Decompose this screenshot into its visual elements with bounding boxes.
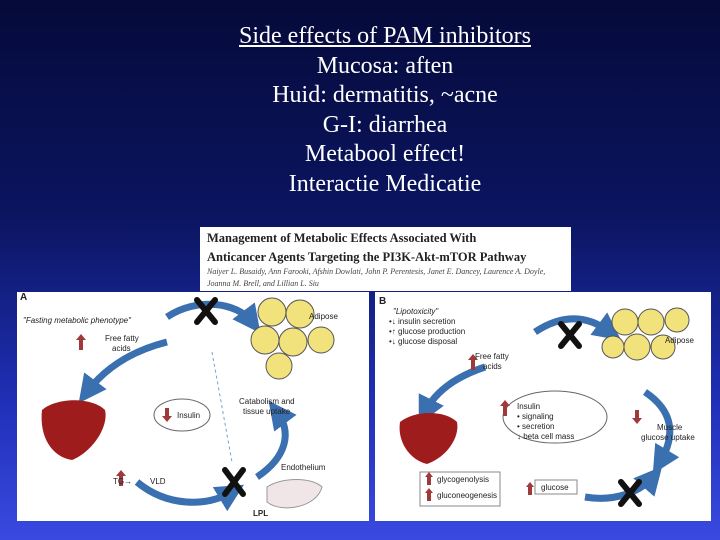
paper-title-line-2: Anticancer Agents Targeting the PI3K-Akt… (207, 250, 527, 264)
slide-text-block: Side effects of PAM inhibitors Mucosa: a… (150, 22, 620, 199)
cycle-arrow-left (78, 338, 168, 404)
panel-b-gluconeogenesis-label: gluconeogenesis (437, 491, 498, 500)
b-arrow-right (642, 389, 680, 475)
b-x-mark-icons (558, 321, 642, 507)
panel-b-muscle-label-2: glucose uptake (641, 433, 695, 442)
paper-header-image: Management of Metabolic Effects Associat… (200, 227, 571, 291)
panel-b-ffa-label-1: Free fatty (475, 352, 509, 361)
panel-a-catabolism-label-2: tissue uptake (243, 407, 291, 416)
x-mark-icons (194, 297, 246, 497)
cycle-arrow-right (254, 400, 297, 480)
adipose-cells (250, 297, 335, 380)
panel-a-letter: A (20, 292, 28, 303)
panel-a-catabolism-label-1: Catabolism and (239, 397, 295, 406)
panel-a-endothelium-label: Endothelium (281, 463, 326, 472)
liver-shape (41, 400, 106, 460)
panel-a-adipose-label: Adipose (309, 312, 338, 321)
panel-b-insulin-bullet-2: • secretion (517, 422, 555, 431)
panel-b-adipose-label: Adipose (665, 336, 694, 345)
panel-b-glucose-label: glucose (541, 483, 569, 492)
b-liver-shape (399, 413, 458, 464)
panel-a-ffa-label-1: Free fatty (105, 334, 139, 343)
slide-line-interaction: Interactie Medicatie (288, 170, 482, 197)
paper-authors-line-1: Naiyer L. Busaidy, Ann Farooki, Afshin D… (207, 267, 546, 276)
slide-line-mucosa: Mucosa: aften (316, 52, 454, 79)
b-arrow-left (418, 363, 487, 425)
panel-a-ffa-label-2: acids (112, 344, 131, 353)
figure-panel-b: B "Lipotoxicity" •↓ insulin secretion •↑… (375, 292, 711, 521)
panel-b-bullet-2: •↑ glucose production (389, 327, 466, 336)
panel-a-diagram (41, 297, 335, 512)
slide-line-metabolic: Metabool effect! (304, 141, 466, 167)
slide-title: Side effects of PAM inhibitors (239, 23, 531, 49)
panel-b-letter: B (379, 296, 387, 307)
slide-line-gi: G-I: diarrhea (322, 111, 448, 138)
panel-b-bullet-1: •↓ insulin secretion (389, 317, 456, 326)
panel-b-insulin-bullet-1: • signaling (517, 412, 554, 421)
paper-title-line-1: Management of Metabolic Effects Associat… (207, 231, 477, 245)
panel-b-bullet-3: •↓ glucose disposal (389, 337, 458, 346)
panel-a-vldl-label: VLD (150, 477, 166, 486)
slide-line-skin: Huid: dermatitis, ~acne (272, 82, 498, 108)
panel-b-diagram (399, 307, 690, 507)
panel-a-insulin-label: Insulin (177, 411, 201, 420)
panel-b-heading: "Lipotoxicity" (393, 307, 439, 316)
panel-b-muscle-label-1: Muscle (657, 423, 683, 432)
figure-panel-a: A "Fasting metabolic phenotype" Adipose … (17, 292, 369, 521)
b-adipose-cells (601, 307, 690, 361)
panel-b-insulin-label: Insulin (517, 402, 541, 411)
panel-b-glycogenolysis-label: glycogenolysis (437, 475, 490, 484)
b-arrow-top (533, 312, 622, 341)
panel-b-insulin-bullet-3: ↓ beta cell mass (517, 432, 575, 441)
panel-a-heading: "Fasting metabolic phenotype" (23, 316, 131, 325)
panel-a-lpl-label: LPL (253, 509, 269, 518)
paper-authors-line-2: Joanna M. Brell, and Lillian L. Siu (207, 279, 319, 288)
panel-a-tg-label: TG→ (113, 477, 133, 486)
panel-b-ffa-label-2: acids (483, 362, 502, 371)
